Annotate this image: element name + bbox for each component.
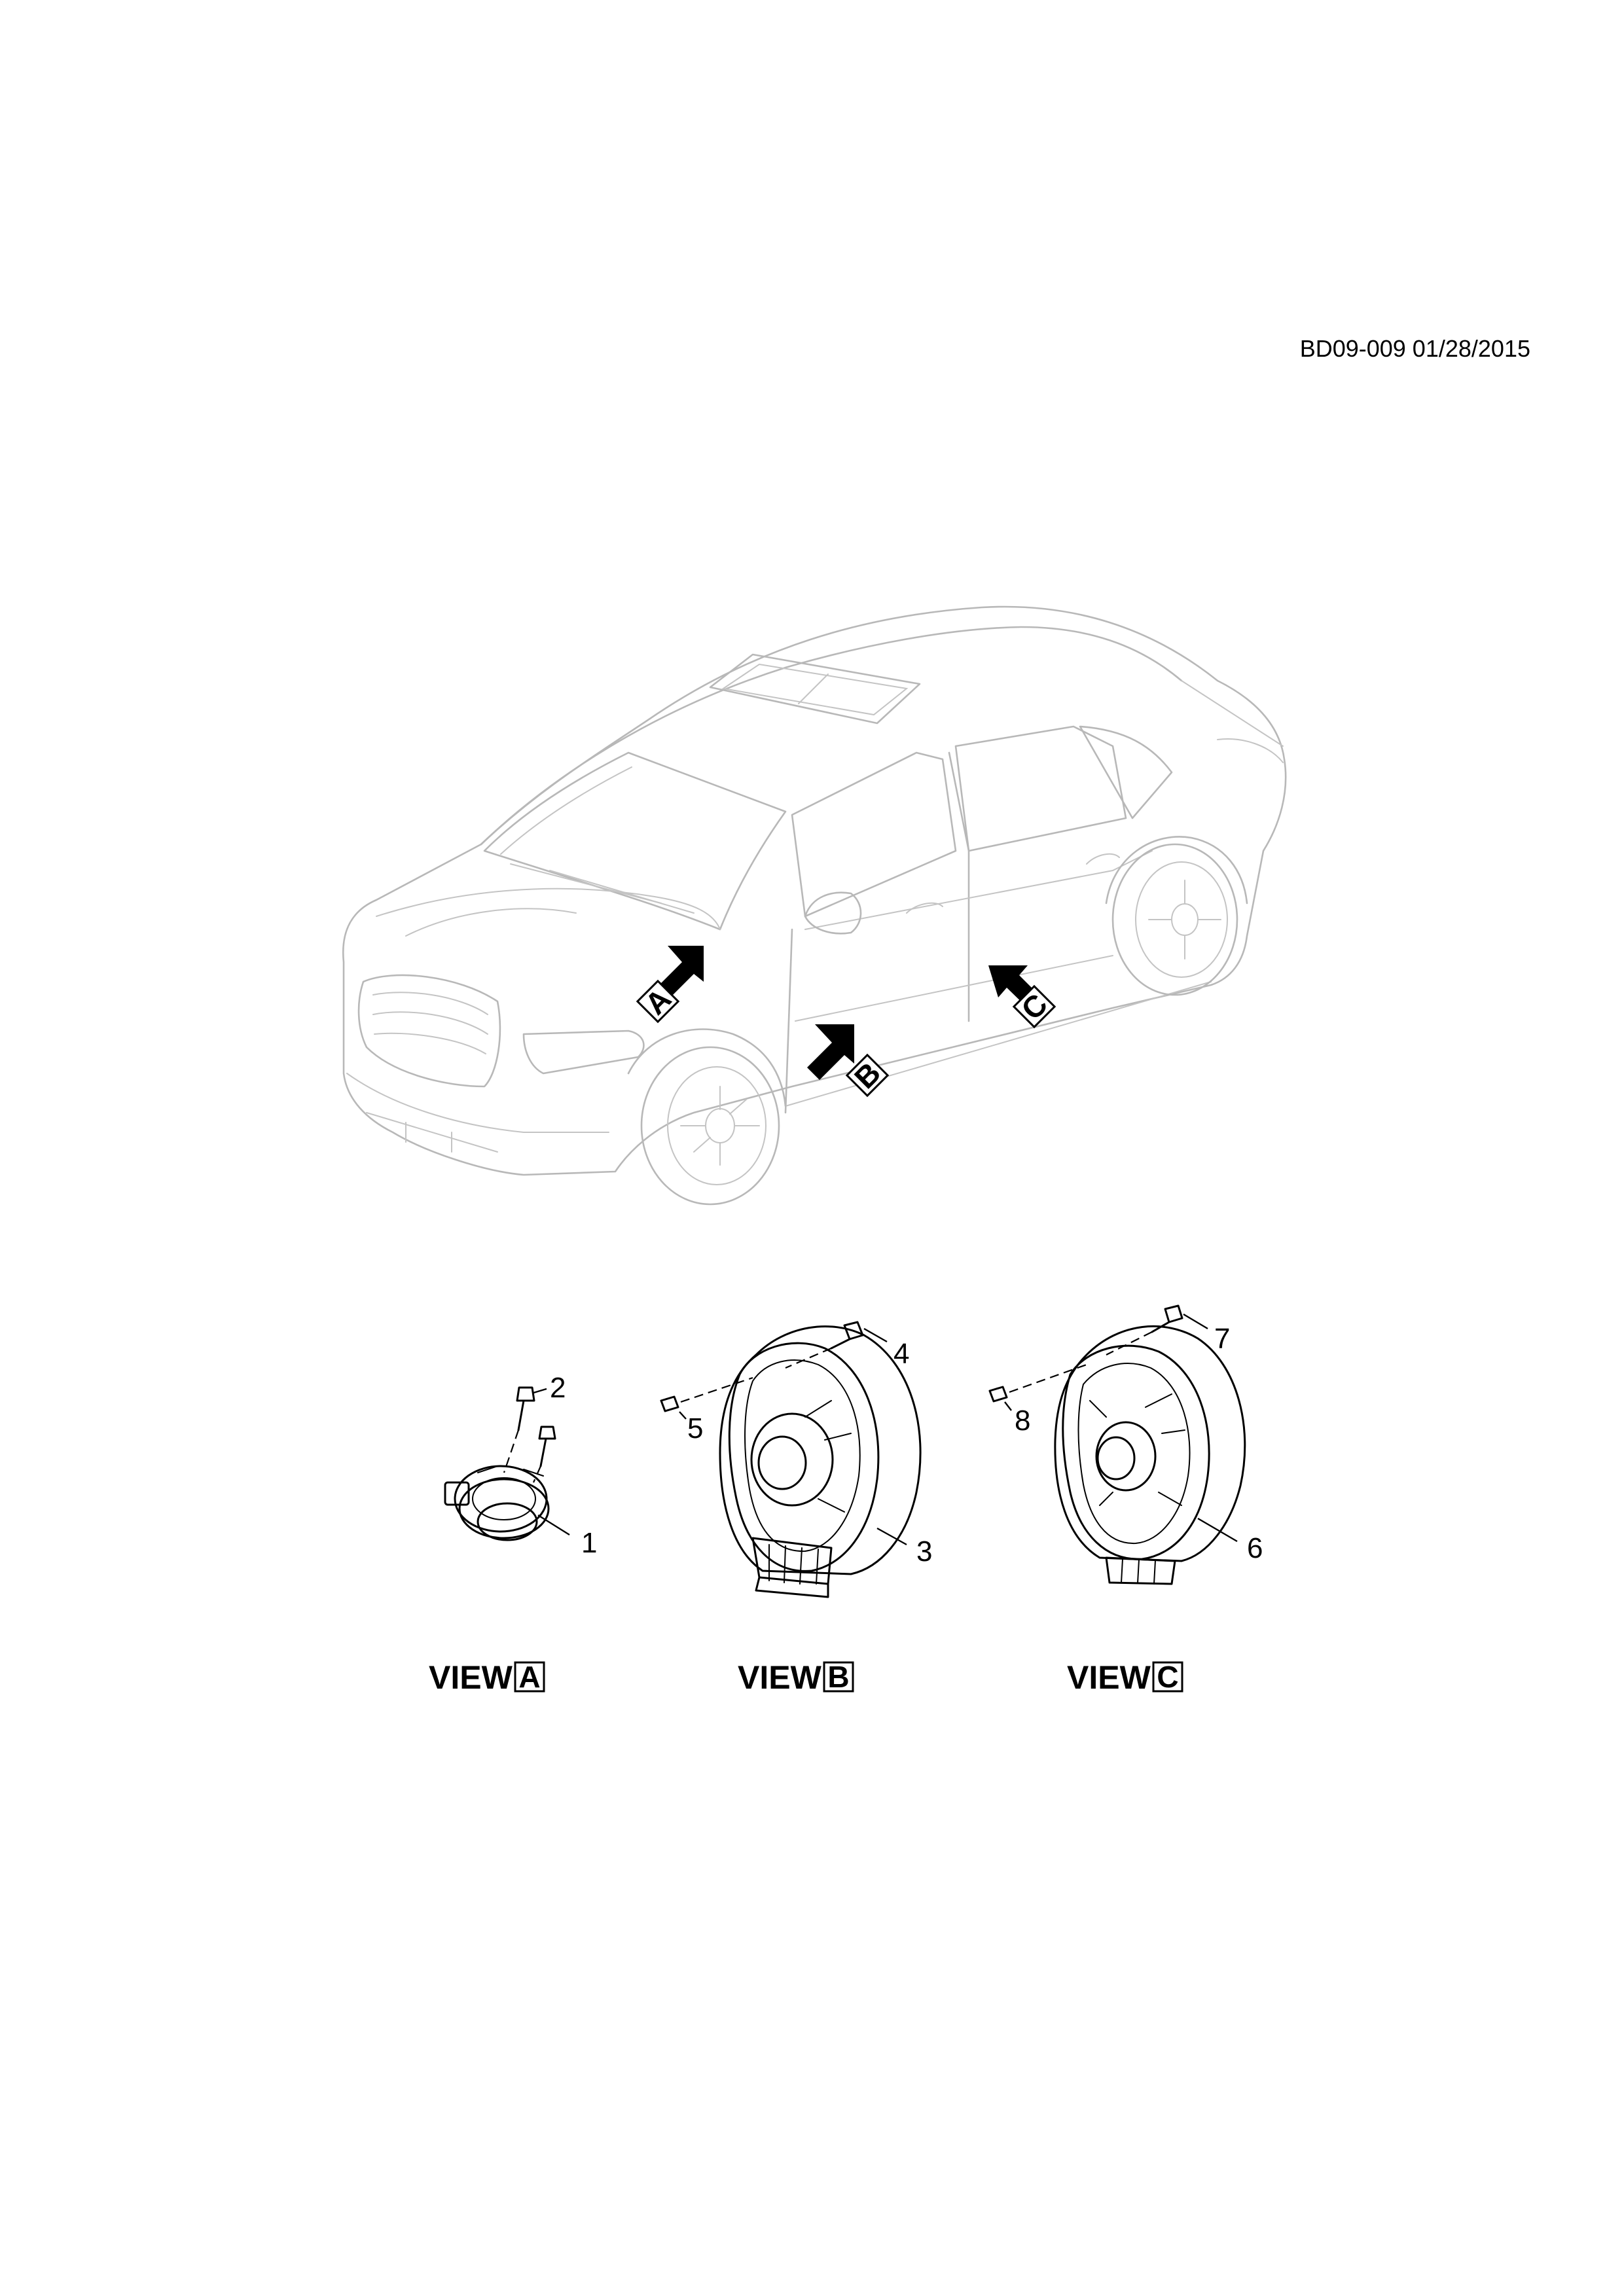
view-marker-a: A <box>636 946 704 1024</box>
view-label-box-c <box>1152 1661 1183 1693</box>
callout-4: 4 <box>863 1327 909 1370</box>
callout-1: 1 <box>537 1514 597 1559</box>
svg-text:VIEW: VIEW <box>1067 1659 1151 1696</box>
callout-3: 3 <box>876 1527 932 1568</box>
view-marker-c: C <box>988 965 1056 1029</box>
vehicle-outline <box>342 605 1287 1206</box>
svg-text:4: 4 <box>893 1338 909 1370</box>
callout-2: 2 <box>533 1372 566 1404</box>
front-door-speaker <box>719 1325 922 1598</box>
callout-5: 5 <box>679 1411 703 1444</box>
svg-text:C: C <box>1157 1660 1178 1694</box>
front-speaker-bolt <box>785 1321 864 1369</box>
callout-6: 6 <box>1197 1517 1263 1564</box>
svg-text:B: B <box>827 1660 849 1694</box>
rear-door-speaker <box>1054 1325 1246 1585</box>
svg-text:8: 8 <box>1015 1405 1030 1437</box>
svg-text:1: 1 <box>581 1527 597 1559</box>
marker-box-b <box>845 1053 890 1098</box>
arrow-a-icon <box>659 946 704 997</box>
tweeter-screw-upper <box>503 1386 535 1473</box>
tweeter-screw-lower <box>532 1426 556 1483</box>
svg-text:VIEW: VIEW <box>738 1659 822 1696</box>
callout-7: 7 <box>1183 1313 1230 1355</box>
rear-speaker-nut <box>988 1363 1087 1403</box>
svg-text:5: 5 <box>687 1412 703 1444</box>
svg-text:2: 2 <box>550 1372 566 1404</box>
reference-code: BD09-009 01/28/2015 <box>1300 335 1530 362</box>
view-label-c: VIEW C <box>1067 1659 1183 1696</box>
svg-text:3: 3 <box>916 1535 932 1568</box>
marker-box-a <box>636 979 680 1024</box>
svg-text:A: A <box>518 1660 540 1694</box>
tweeter-speaker <box>444 1465 550 1541</box>
svg-text:VIEW: VIEW <box>429 1659 513 1696</box>
marker-box-c <box>1012 984 1056 1029</box>
svg-text:7: 7 <box>1214 1323 1230 1355</box>
view-label-box-b <box>823 1661 854 1693</box>
view-label-a: VIEW A <box>429 1659 545 1696</box>
view-marker-b: B <box>807 1024 890 1098</box>
svg-text:6: 6 <box>1247 1532 1263 1564</box>
view-label-b: VIEW B <box>738 1659 854 1696</box>
front-speaker-nut <box>660 1376 753 1412</box>
view-label-box-a <box>514 1661 545 1693</box>
rear-speaker-bolt <box>1106 1304 1183 1355</box>
arrow-b-icon <box>807 1024 854 1080</box>
callout-8: 8 <box>1004 1401 1030 1437</box>
